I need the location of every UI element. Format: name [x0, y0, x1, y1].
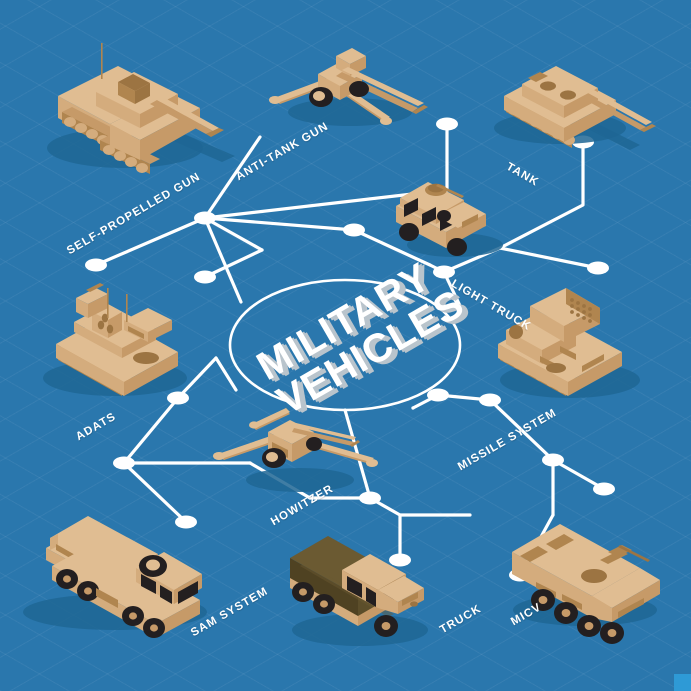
- corner-accent-square: [674, 674, 691, 691]
- truck-art: [290, 536, 428, 646]
- light-truck-art: [396, 182, 503, 257]
- self-propelled-gun-art: [47, 43, 235, 174]
- adats-art: [43, 283, 187, 396]
- anti-tank-gun-art: [269, 48, 428, 126]
- howitzer-art: [213, 408, 378, 492]
- missile-system-art: [498, 288, 640, 398]
- sam-system-art: [23, 516, 207, 638]
- micv-art: [512, 524, 660, 644]
- tank-art: [494, 66, 656, 150]
